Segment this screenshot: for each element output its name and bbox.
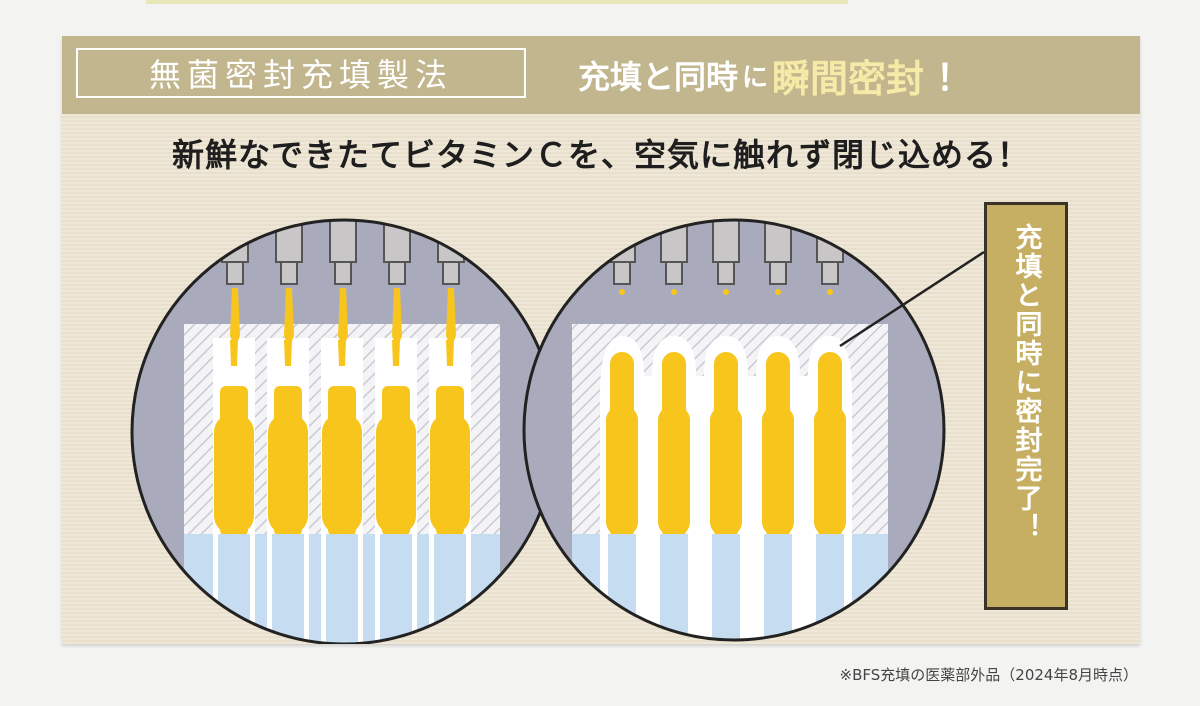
headline-exclamation: ！ [936, 58, 973, 99]
top-decorative-strip [146, 0, 848, 4]
left-circle-filling [132, 220, 556, 644]
callout-text: 充填と同時に密封完了！ [1010, 223, 1042, 542]
header-bar: 無菌密封充填製法 充填と同時 に 瞬間密封 ！ [62, 36, 1140, 114]
right-circle-sealed [524, 220, 944, 640]
headline: 充填と同時 に 瞬間密封 ！ [578, 48, 972, 102]
footnote: ※BFS充填の医薬部外品（2024年8月時点） [839, 666, 1138, 684]
info-panel: 無菌密封充填製法 充填と同時 に 瞬間密封 ！ 新鮮なできたてビタミンＣを、空気… [62, 36, 1140, 644]
callout-box: 充填と同時に密封完了！ [984, 202, 1068, 610]
headline-emphasis: 瞬間密封 [772, 56, 925, 101]
headline-particle: に [742, 62, 769, 93]
callout-pointer-line [839, 250, 985, 348]
filling-illustration [130, 218, 985, 644]
subheadline: 新鮮なできたてビタミンＣを、空気に触れず閉じ込める！ [171, 136, 1030, 174]
right-circle-outline [522, 218, 946, 642]
method-title: 無菌密封充填製法 [76, 48, 526, 98]
headline-part-a: 充填と同時 [578, 58, 739, 96]
